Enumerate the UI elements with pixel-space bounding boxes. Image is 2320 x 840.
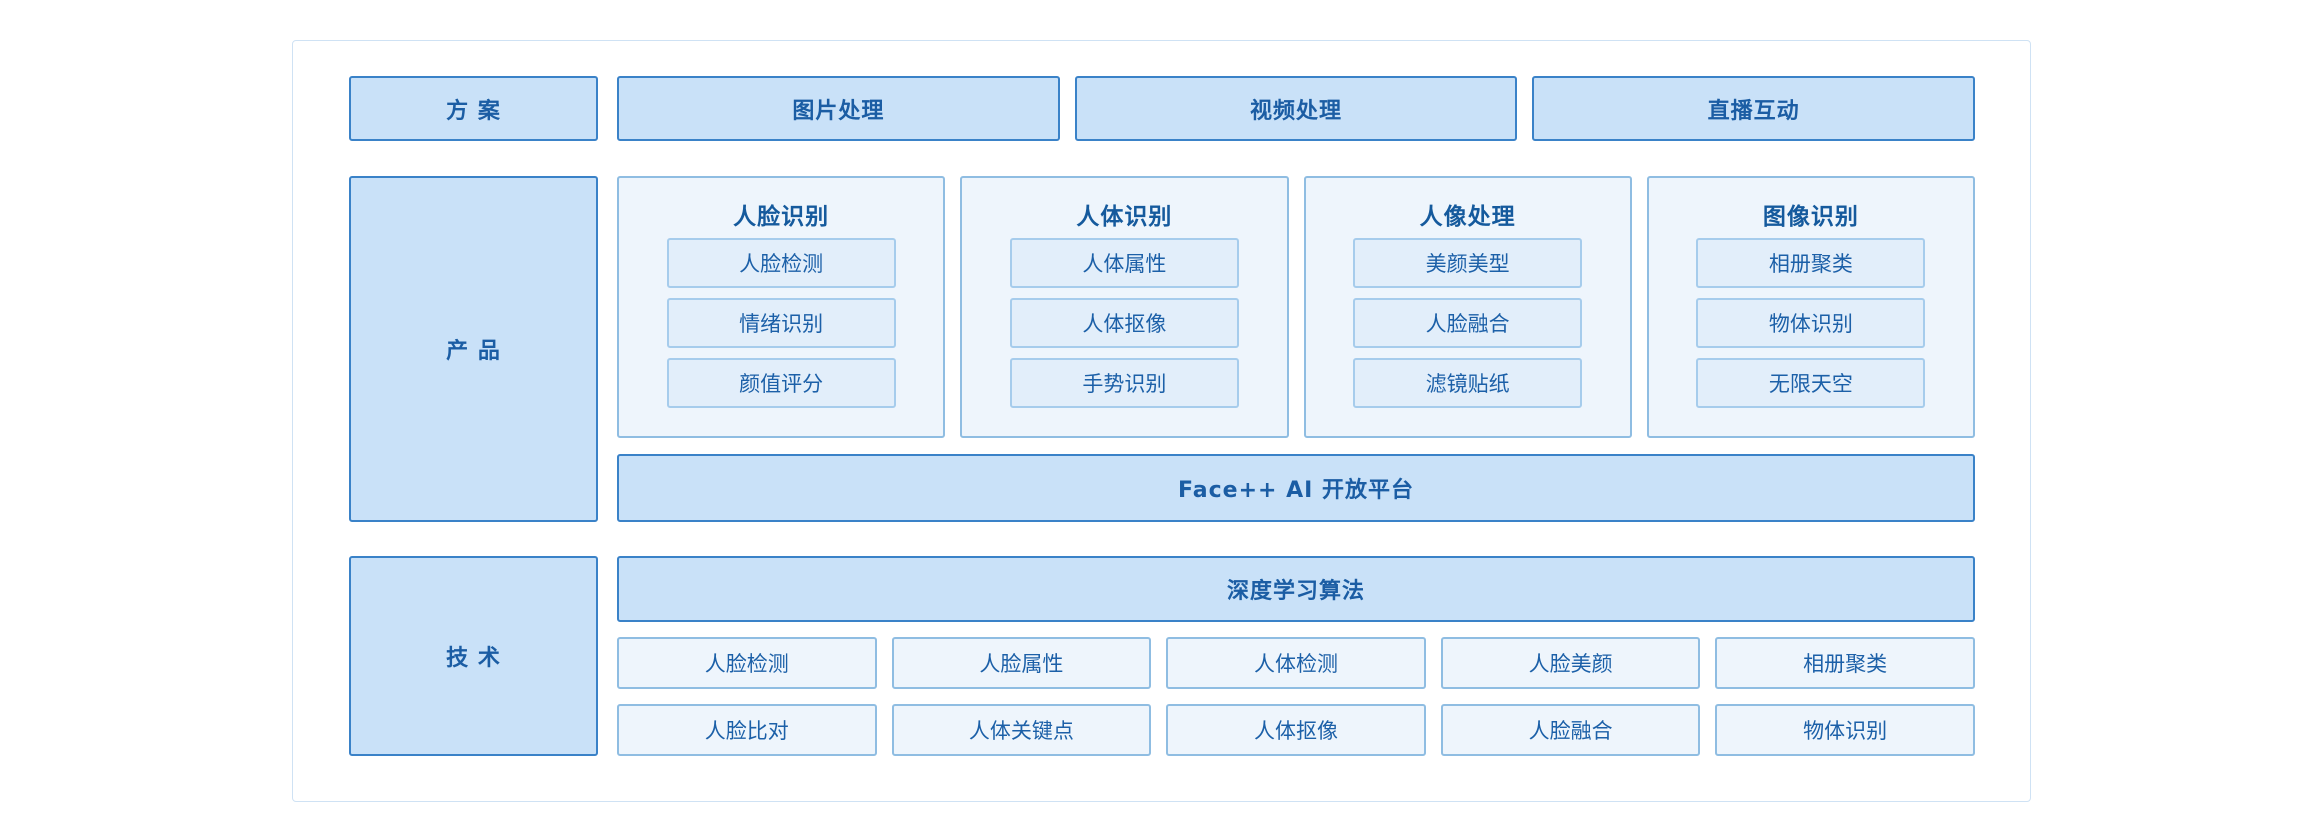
tech-capability: 物体识别 — [1715, 704, 1975, 756]
products-main: 人脸识别 人脸检测 情绪识别 颜值评分 人体识别 人体属性 人体抠像 手势识别 — [617, 176, 1975, 522]
tech-capability: 人脸属性 — [891, 637, 1152, 689]
tech-capability: 人脸美颜 — [1440, 637, 1701, 689]
group-items: 人脸检测 情绪识别 颜值评分 — [666, 238, 896, 408]
product-item: 手势识别 — [1009, 358, 1239, 408]
product-item: 相册聚类 — [1696, 238, 1926, 288]
technology-band: 技 术 深度学习算法 人脸检测 人脸属性 人体检测 人脸美颜 相册聚类 人脸比对… — [349, 556, 1975, 756]
platform-bar: Face++ AI 开放平台 — [617, 454, 1975, 522]
solution-box-live-interaction: 直播互动 — [1532, 76, 1976, 141]
tech-capability: 人脸检测 — [617, 637, 877, 689]
tech-capability: 人体关键点 — [891, 704, 1152, 756]
product-group-portrait-processing: 人像处理 美颜美型 人脸融合 滤镜贴纸 — [1303, 176, 1632, 438]
group-title: 图像识别 — [1762, 204, 1859, 230]
technology-row-2: 人脸比对 人体关键点 人体抠像 人脸融合 物体识别 — [617, 704, 1975, 756]
tech-capability: 人脸融合 — [1440, 704, 1701, 756]
group-items: 相册聚类 物体识别 无限天空 — [1696, 238, 1926, 408]
product-group-face-recognition: 人脸识别 人脸检测 情绪识别 颜值评分 — [617, 176, 946, 438]
product-group-image-recognition: 图像识别 相册聚类 物体识别 无限天空 — [1646, 176, 1975, 438]
technology-label: 技 术 — [349, 556, 598, 756]
product-item: 人脸检测 — [666, 238, 896, 288]
product-item: 人体属性 — [1009, 238, 1239, 288]
solution-box-image-processing: 图片处理 — [617, 76, 1060, 141]
technology-main: 深度学习算法 人脸检测 人脸属性 人体检测 人脸美颜 相册聚类 人脸比对 人体关… — [617, 556, 1975, 756]
algorithm-bar: 深度学习算法 — [617, 556, 1975, 622]
product-item: 情绪识别 — [666, 298, 896, 348]
solutions-items: 图片处理 视频处理 直播互动 — [617, 76, 1976, 141]
group-items: 人体属性 人体抠像 手势识别 — [1009, 238, 1239, 408]
product-item: 人脸融合 — [1353, 298, 1583, 348]
architecture-diagram: 方 案 图片处理 视频处理 直播互动 产 品 人脸识别 人脸检测 情绪识别 颜值… — [292, 40, 2031, 802]
tech-capability: 人脸比对 — [617, 704, 877, 756]
product-group-body-recognition: 人体识别 人体属性 人体抠像 手势识别 — [960, 176, 1289, 438]
technology-row-1: 人脸检测 人脸属性 人体检测 人脸美颜 相册聚类 — [617, 637, 1975, 689]
solution-box-video-processing: 视频处理 — [1074, 76, 1518, 141]
group-title: 人体识别 — [1076, 204, 1173, 230]
group-title: 人脸识别 — [733, 204, 830, 230]
group-items: 美颜美型 人脸融合 滤镜贴纸 — [1353, 238, 1583, 408]
products-band: 产 品 人脸识别 人脸检测 情绪识别 颜值评分 人体识别 人 — [349, 176, 1975, 522]
tech-capability: 人体检测 — [1166, 637, 1426, 689]
product-groups-row: 人脸识别 人脸检测 情绪识别 颜值评分 人体识别 人体属性 人体抠像 手势识别 — [617, 176, 1975, 438]
product-item: 物体识别 — [1696, 298, 1926, 348]
product-item: 颜值评分 — [666, 358, 896, 408]
product-item: 人体抠像 — [1009, 298, 1239, 348]
product-item: 美颜美型 — [1353, 238, 1583, 288]
products-label: 产 品 — [349, 176, 598, 522]
solutions-label: 方 案 — [349, 76, 598, 141]
solutions-band: 方 案 图片处理 视频处理 直播互动 — [349, 76, 1976, 141]
tech-capability: 相册聚类 — [1715, 637, 1975, 689]
product-item: 无限天空 — [1696, 358, 1926, 408]
group-title: 人像处理 — [1419, 204, 1516, 230]
tech-capability: 人体抠像 — [1166, 704, 1426, 756]
product-item: 滤镜贴纸 — [1353, 358, 1583, 408]
